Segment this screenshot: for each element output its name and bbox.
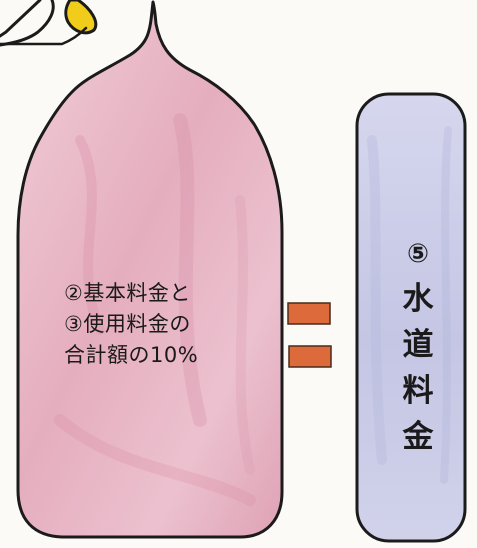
- drop-text-line-2: ③使用料金の: [64, 312, 191, 336]
- water-fee-char-1: 水: [402, 281, 434, 317]
- drop-text-line-1: ②基本料金と: [64, 281, 191, 305]
- item-number-5: ⑤: [406, 239, 429, 269]
- drop-text-line-3: 合計額の10%: [64, 343, 199, 367]
- water-fee-pill: [355, 92, 467, 543]
- water-fee-char-3: 料: [402, 373, 434, 409]
- partial-shape-top-left: [0, 0, 98, 47]
- water-drop-shape: [16, 0, 284, 539]
- equals-sign: [287, 302, 332, 368]
- water-fee-char-4: 金: [402, 419, 434, 455]
- drop-text-block: ②基本料金と ③使用料金の 合計額の10%: [64, 278, 264, 371]
- water-fee-label: ⑤ 水 道 料 金: [396, 238, 440, 460]
- water-fee-char-2: 道: [402, 327, 434, 363]
